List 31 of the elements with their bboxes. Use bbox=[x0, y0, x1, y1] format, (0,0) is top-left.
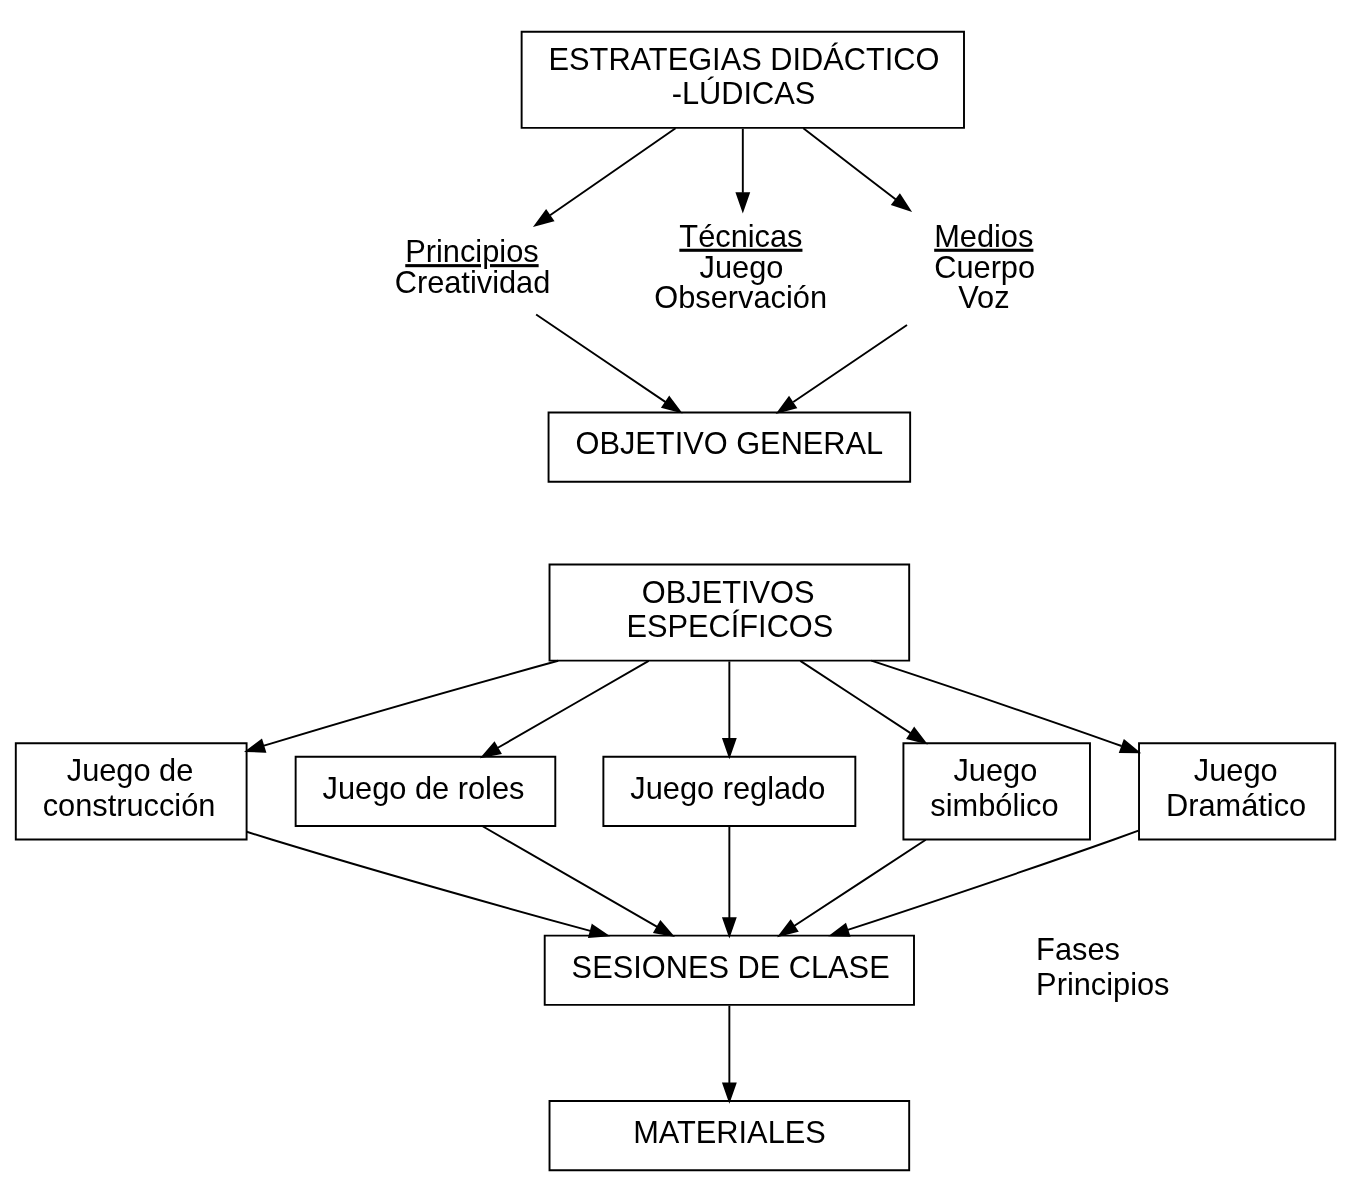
node-box: OBJETIVO GENERAL bbox=[547, 411, 912, 483]
node-text: Medios Cuerpo Voz bbox=[934, 218, 1036, 315]
arrow bbox=[870, 659, 1142, 753]
node-box: SESIONES DE CLASE bbox=[543, 934, 915, 1006]
node-label: Fases bbox=[1036, 931, 1120, 967]
arrow bbox=[479, 659, 650, 758]
arrow bbox=[802, 126, 913, 212]
arrow bbox=[799, 659, 928, 744]
node-box: ESTRATEGIAS DIDÁCTICO -LÚDICAS bbox=[520, 30, 965, 129]
arrow bbox=[775, 323, 908, 414]
node-box: Juego de construcción bbox=[14, 741, 248, 840]
arrow bbox=[245, 830, 611, 938]
arrow bbox=[721, 824, 737, 938]
node-box: Juego Dramático bbox=[1138, 741, 1337, 840]
node-box: Juego simbólico bbox=[902, 741, 1091, 840]
arrow bbox=[777, 838, 927, 937]
arrow bbox=[244, 659, 560, 753]
arrow bbox=[735, 127, 751, 213]
arrow bbox=[828, 829, 1140, 937]
node-text: Técnicas Juego Observación bbox=[654, 218, 828, 315]
node-box: Juego reglado bbox=[602, 755, 857, 827]
arrow bbox=[721, 659, 737, 759]
arrow bbox=[535, 313, 683, 414]
arrow bbox=[721, 1004, 737, 1104]
arrow bbox=[532, 126, 677, 227]
node-box: Juego de roles bbox=[294, 755, 557, 827]
node-box: MATERIALES bbox=[548, 1099, 911, 1171]
arrow bbox=[481, 824, 675, 937]
node-box: OBJETIVOS ESPECÍFICOS bbox=[548, 563, 911, 662]
node-label: Principios bbox=[1036, 966, 1170, 1002]
node-text: Principios Creatividad bbox=[394, 233, 551, 300]
